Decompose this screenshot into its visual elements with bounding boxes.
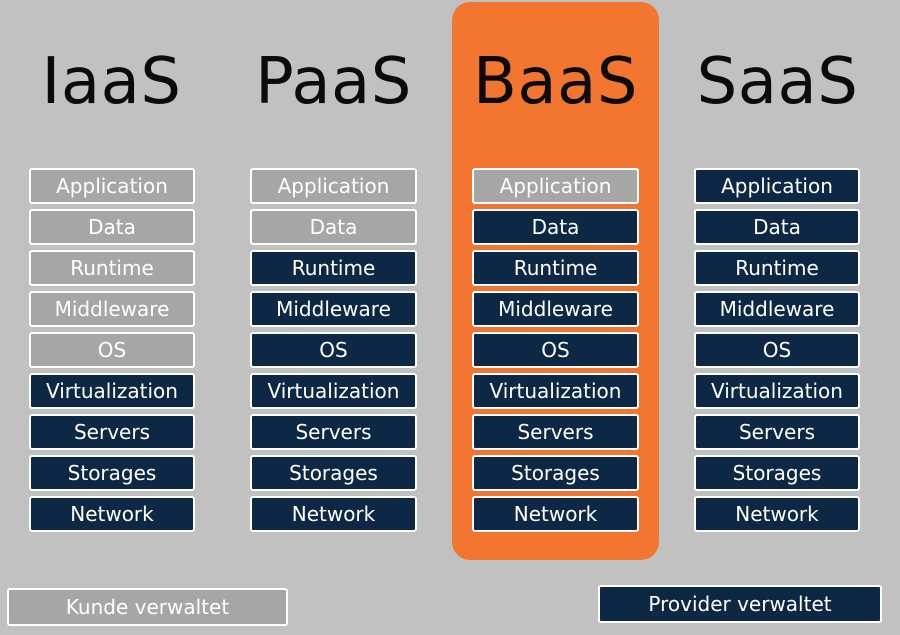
layer-virtualization: Virtualization [250,373,417,409]
layer-data: Data [472,209,639,245]
column-saas: SaaS Application Data Runtime Middleware… [674,0,881,562]
layer-runtime: Runtime [694,250,860,286]
column-title-baas: BaaS [473,45,638,119]
layer-network: Network [694,496,860,532]
layer-os: OS [29,332,195,368]
column-paas: PaaS Application Data Runtime Middleware… [230,0,437,562]
column-title-paas: PaaS [255,45,412,119]
legend-provider-managed: Provider verwaltet [598,585,882,623]
layer-storages: Storages [694,455,860,491]
layer-storages: Storages [472,455,639,491]
column-iaas: IaaS Application Data Runtime Middleware… [8,0,215,562]
layer-network: Network [29,496,195,532]
layer-virtualization: Virtualization [29,373,195,409]
layer-middleware: Middleware [472,291,639,327]
layer-servers: Servers [694,414,860,450]
layer-application: Application [472,168,639,204]
layer-os: OS [694,332,860,368]
layer-virtualization: Virtualization [694,373,860,409]
layer-middleware: Middleware [29,291,195,327]
layer-storages: Storages [250,455,417,491]
layer-servers: Servers [472,414,639,450]
layer-virtualization: Virtualization [472,373,639,409]
layer-os: OS [472,332,639,368]
column-title-iaas: IaaS [41,45,182,119]
column-baas: BaaS Application Data Runtime Middleware… [452,2,659,560]
layer-application: Application [29,168,195,204]
layer-runtime: Runtime [29,250,195,286]
layer-data: Data [29,209,195,245]
layer-os: OS [250,332,417,368]
column-title-saas: SaaS [696,45,859,119]
layer-servers: Servers [250,414,417,450]
layer-network: Network [472,496,639,532]
layer-data: Data [250,209,417,245]
layer-middleware: Middleware [694,291,860,327]
legend-customer-managed: Kunde verwaltet [7,588,288,626]
layer-application: Application [250,168,417,204]
layer-middleware: Middleware [250,291,417,327]
layer-runtime: Runtime [472,250,639,286]
layer-application: Application [694,168,860,204]
layer-servers: Servers [29,414,195,450]
layer-runtime: Runtime [250,250,417,286]
layer-network: Network [250,496,417,532]
layer-data: Data [694,209,860,245]
layer-storages: Storages [29,455,195,491]
